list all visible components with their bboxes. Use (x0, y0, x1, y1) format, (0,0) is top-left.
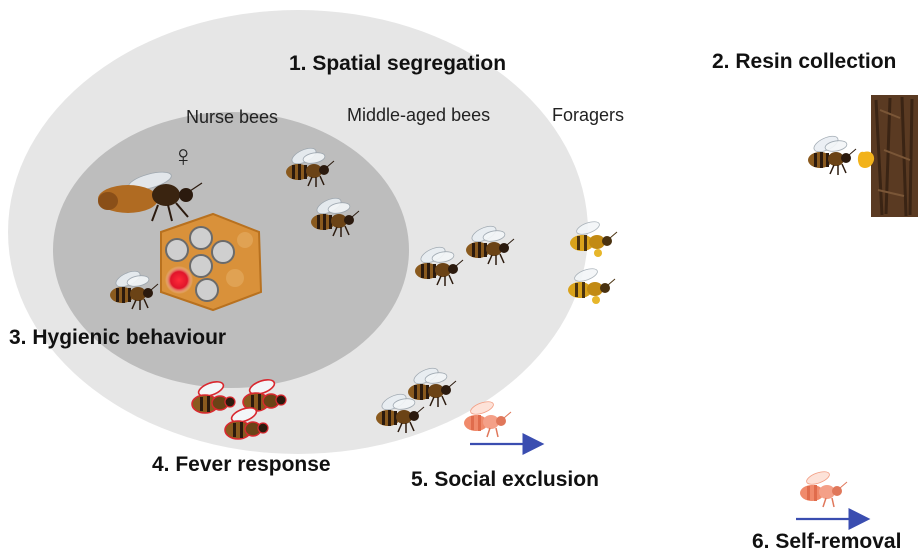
heading-resin-collection: 2. Resin collection (712, 50, 896, 74)
heading-spatial-segregation: 1. Spatial segregation (289, 52, 506, 76)
group-foragers: Foragers (552, 105, 624, 126)
worker-bee-icon (808, 133, 856, 175)
group-middle-aged-bees: Middle-aged bees (347, 105, 490, 126)
heading-fever-response: 4. Fever response (152, 453, 331, 477)
sick-bee-icon (800, 469, 847, 507)
heading-self-removal: 6. Self-removal (752, 530, 901, 554)
tree-bark-icon (871, 95, 918, 217)
venus-symbol-icon: ♀ (172, 140, 195, 174)
brood-comb-icon (161, 214, 261, 310)
heading-hygienic-behaviour: 3. Hygienic behaviour (9, 326, 226, 350)
heading-social-exclusion: 5. Social exclusion (411, 468, 599, 492)
group-nurse-bees: Nurse bees (186, 107, 278, 128)
